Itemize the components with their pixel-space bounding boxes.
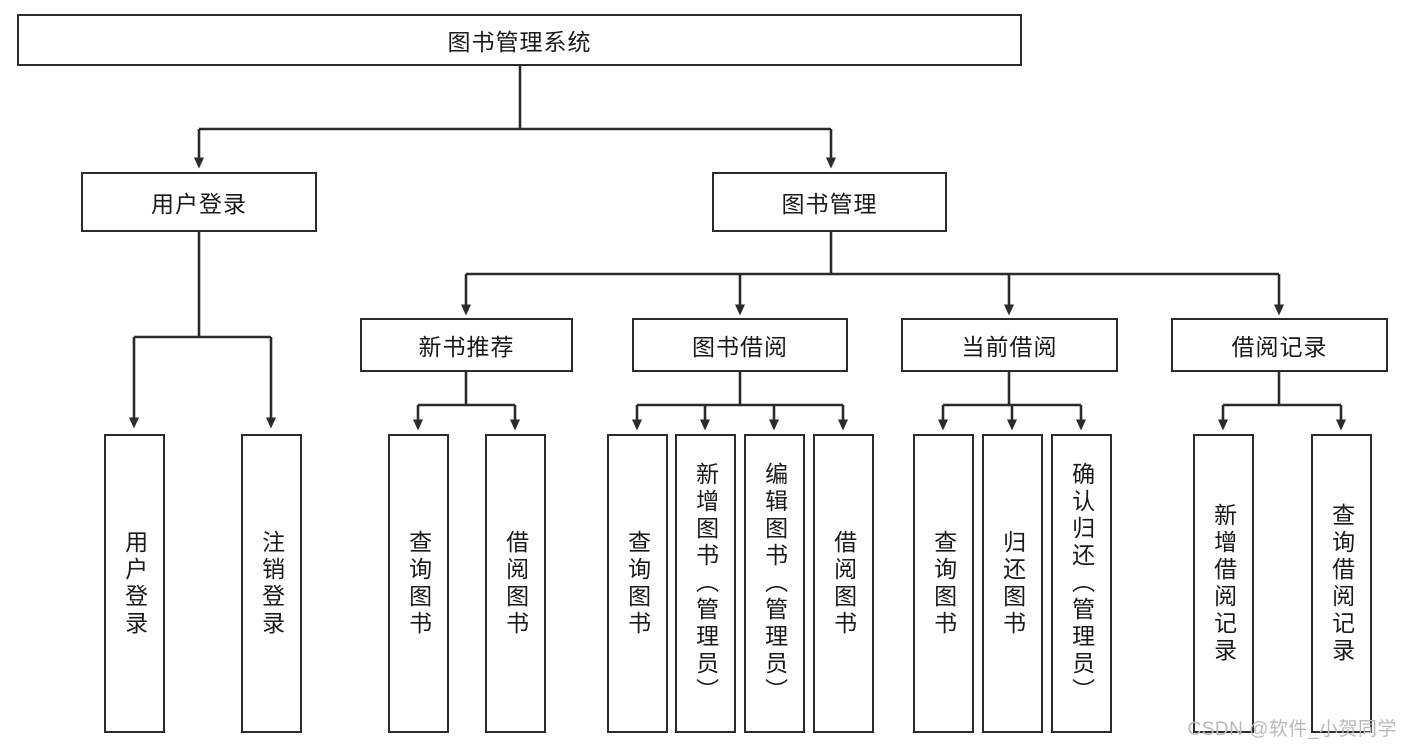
node-user-login[interactable]: 用户登录 [81, 172, 317, 232]
node-new-book-recommend[interactable]: 新书推荐 [360, 318, 573, 372]
leaf-user-login[interactable]: 用户登录 [104, 434, 165, 733]
leaf-borrow-book-label: 借阅图书 [830, 529, 857, 638]
node-book-borrow-label: 图书借阅 [692, 334, 788, 360]
leaf-add-book-admin-label: 新增图书（管理员） [692, 462, 719, 705]
node-book-manage-label: 图书管理 [781, 191, 878, 217]
node-current-borrow-label: 当前借阅 [961, 334, 1058, 360]
leaf-borrow-book[interactable]: 借阅图书 [813, 434, 874, 733]
leaf-edit-book-admin-label: 编辑图书（管理员） [761, 462, 788, 705]
node-borrow-record[interactable]: 借阅记录 [1171, 318, 1388, 372]
node-user-login-label: 用户登录 [151, 191, 247, 217]
leaf-user-login-label: 用户登录 [121, 529, 148, 638]
leaf-edit-book-admin[interactable]: 编辑图书（管理员） [744, 434, 805, 733]
node-root[interactable]: 图书管理系统 [17, 14, 1022, 66]
leaf-user-logout-label: 注销登录 [258, 529, 285, 638]
node-borrow-record-label: 借阅记录 [1231, 334, 1328, 360]
node-new-book-recommend-label: 新书推荐 [418, 334, 515, 360]
leaf-query-book-current[interactable]: 查询图书 [913, 434, 974, 733]
node-current-borrow[interactable]: 当前借阅 [901, 318, 1118, 372]
leaf-query-borrow-record-label: 查询借阅记录 [1328, 502, 1355, 665]
leaf-return-book[interactable]: 归还图书 [982, 434, 1043, 733]
leaf-query-book-current-label: 查询图书 [930, 529, 957, 638]
leaf-query-book-borrow[interactable]: 查询图书 [607, 434, 668, 733]
leaf-query-borrow-record[interactable]: 查询借阅记录 [1311, 434, 1372, 733]
watermark: CSDN @软件_小贺同学 [1187, 719, 1397, 740]
leaf-confirm-return-admin-label: 确认归还（管理员） [1068, 462, 1095, 705]
leaf-confirm-return-admin[interactable]: 确认归还（管理员） [1051, 434, 1112, 733]
leaf-borrow-book-rec-label: 借阅图书 [502, 529, 529, 638]
leaf-user-logout[interactable]: 注销登录 [241, 434, 302, 733]
leaf-borrow-book-rec[interactable]: 借阅图书 [485, 434, 546, 733]
node-book-borrow[interactable]: 图书借阅 [632, 318, 848, 372]
leaf-return-book-label: 归还图书 [999, 529, 1026, 638]
leaf-query-book-rec-label: 查询图书 [405, 529, 432, 638]
node-book-manage[interactable]: 图书管理 [712, 172, 947, 232]
node-root-label: 图书管理系统 [447, 29, 592, 55]
leaf-add-book-admin[interactable]: 新增图书（管理员） [675, 434, 736, 733]
leaf-query-book-rec[interactable]: 查询图书 [388, 434, 449, 733]
leaf-query-book-borrow-label: 查询图书 [624, 529, 651, 638]
leaf-add-borrow-record-label: 新增借阅记录 [1210, 502, 1237, 665]
leaf-add-borrow-record[interactable]: 新增借阅记录 [1193, 434, 1254, 733]
